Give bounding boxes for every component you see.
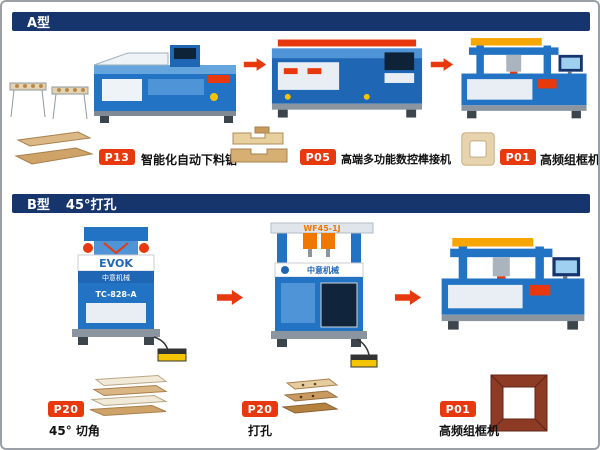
subbrand-text: 中意机械 (102, 273, 130, 282)
step-label: 高频组框机 (439, 424, 500, 438)
machine-cnc-tenoner-illustration (271, 39, 423, 118)
step-label: 智能化自动下料锯 (141, 153, 238, 167)
machine-banner (277, 39, 417, 47)
machine-drilling: WF45-1J 中意机械 (265, 222, 385, 372)
machine-hf-frame-assembler-a (454, 35, 594, 127)
drilled-boards-image (281, 378, 339, 414)
product-brown-frame (489, 373, 549, 433)
light-frame-image (461, 132, 495, 166)
mitered-boards-image (89, 374, 168, 417)
product-wood-planks (14, 130, 94, 168)
product-tenon-joints (229, 125, 295, 172)
section-b-header: B型 45°打孔 (12, 194, 590, 213)
brand-text: 中意机械 (307, 265, 339, 275)
machine-drilling-illustration: WF45-1J 中意机械 (270, 222, 378, 368)
step-code-badge: P20 (242, 401, 278, 417)
tenon-joints-image (230, 126, 288, 163)
model-text: TC-828-A (95, 290, 137, 299)
machine-banner (470, 38, 542, 46)
machine-45deg-corner-cutter-illustration: EVOK 中意机械 TC-828-A (72, 227, 187, 362)
brand-text: EVOK (99, 257, 133, 270)
wood-planks-image (14, 131, 94, 165)
model-text: WF45-1J (303, 224, 340, 233)
machine-hf-frame-assembler-a-illustration (461, 38, 587, 119)
flow-arrow-a1 (243, 57, 267, 72)
product-drilled-boards (281, 375, 341, 423)
step-code-badge: P05 (300, 149, 336, 165)
machine-banner (452, 238, 534, 247)
step-code-badge: P01 (440, 401, 476, 417)
product-mitered-boards (88, 373, 170, 420)
brand-logo (281, 266, 289, 274)
section-a-title: A型 (27, 16, 51, 31)
product-light-frame (460, 129, 496, 169)
flow-arrow-b1 (216, 289, 244, 306)
step-code-badge: P20 (48, 401, 84, 417)
step-label: 高端多功能数控榫接机 (341, 153, 451, 166)
machine-hf-frame-assembler-b (432, 238, 594, 336)
brown-frame-image (490, 374, 548, 432)
section-b-title: B型 (27, 198, 50, 213)
section-a-header: A型 (12, 12, 590, 31)
machine-cnc-tenoner (268, 38, 426, 124)
section-b-subtitle: 45°打孔 (65, 198, 117, 213)
saw-body (93, 45, 236, 123)
machine-auto-cutting-saw (8, 35, 240, 125)
step-label: 高频组框机 (540, 153, 600, 167)
machine-hf-frame-assembler-b-illustration (441, 238, 585, 330)
machine-auto-cutting-saw-illustration (9, 45, 236, 123)
flow-arrow-b2 (394, 289, 422, 306)
step-code-badge: P01 (500, 149, 536, 165)
machine-45deg-corner-cutter: EVOK 中意机械 TC-828-A (54, 224, 194, 368)
step-code-badge: P13 (99, 149, 135, 165)
step-label: 打孔 (248, 424, 273, 438)
flow-arrow-a2 (430, 57, 454, 72)
step-label: 45° 切角 (49, 424, 100, 438)
infeed-conveyors (9, 82, 89, 120)
